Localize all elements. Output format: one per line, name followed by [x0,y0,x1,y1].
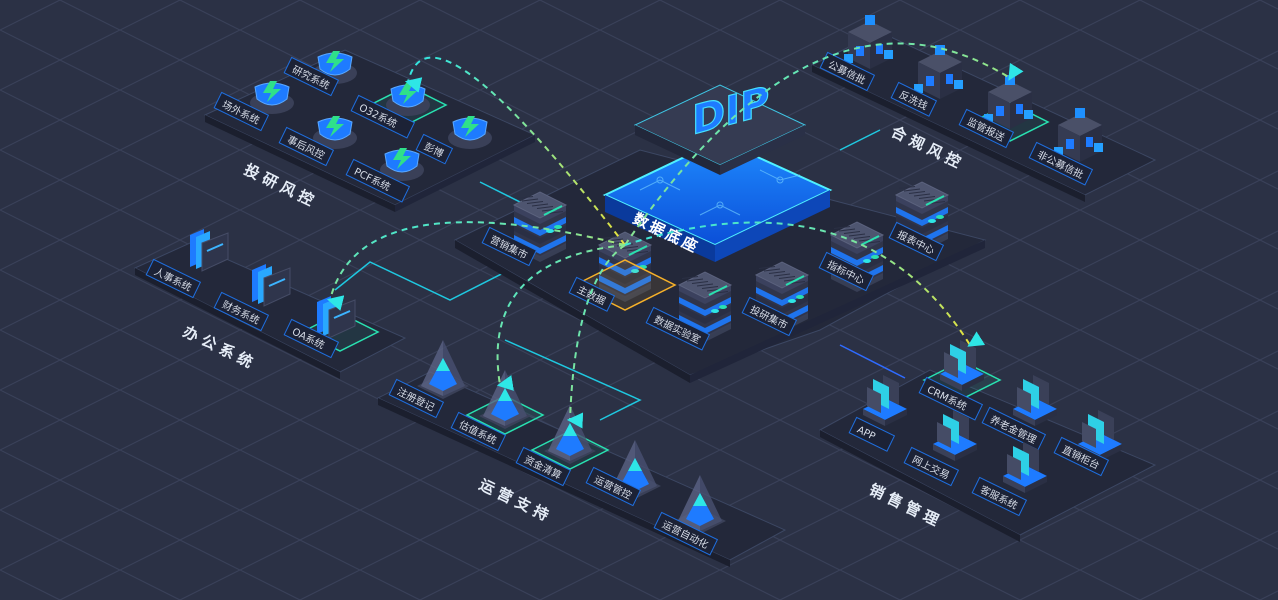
server-icon [894,181,950,252]
shield-icon [386,83,430,116]
flow-arrow-0 [404,56,626,246]
shield-icon [448,116,492,149]
cube-icon [1054,108,1103,162]
item-label: 彭博 [415,133,454,165]
item-label: APP [848,416,896,452]
folder-icon [190,229,229,272]
flow-arrow-1 [624,42,1024,246]
connector-lines [334,129,906,421]
folder-icon [252,264,291,307]
cube-icon [914,45,963,99]
shield-icon [313,51,357,84]
pyramid-icon [544,405,596,464]
flow-arrow-3 [496,244,626,391]
flow-arrow-2 [326,221,626,311]
computer-icon [940,340,984,391]
circuit-chip [602,138,833,262]
data-platform-core: DIP 数据底座 营销集市主数据数据实验室投研集市指标中心报表中心 [453,76,987,383]
dip-logo: DIP [692,77,769,145]
shield-icon [380,148,424,181]
shield-icon [250,81,294,114]
computer-icon [863,375,907,426]
flow-arrow-4 [566,244,626,429]
dip-pedestal [633,84,807,175]
pyramid-icon [674,475,726,534]
computer-icon [1003,442,1047,493]
pyramid-icon [417,340,469,399]
cube-icon [844,15,893,69]
server-icon [677,271,733,342]
server-icon [597,231,653,302]
computer-icon [1013,375,1057,426]
item-label: CRM系统 [918,376,984,421]
computer-icon [933,410,977,461]
server-icon [754,261,810,332]
data-flows [326,42,1024,429]
shield-icon [313,116,357,149]
